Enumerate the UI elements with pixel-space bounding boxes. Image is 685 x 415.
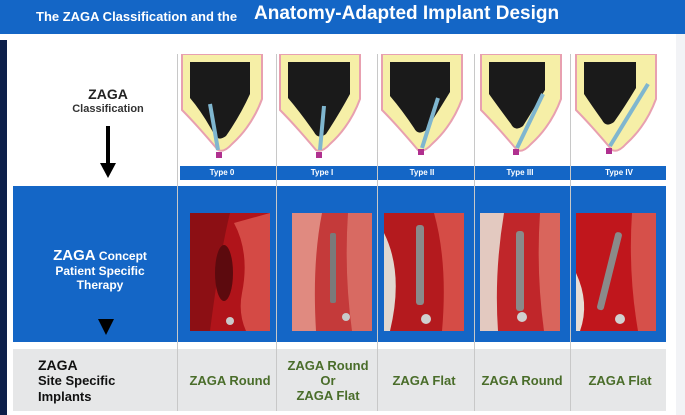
site-specific-label: ZAGA Site Specific Implants (38, 357, 115, 405)
classification-subtitle: Classification (72, 103, 144, 115)
implant-type-4-line-1: ZAGA Flat (588, 372, 652, 388)
concept-title-big: ZAGA (53, 247, 96, 264)
left-edge-bar (0, 40, 7, 415)
implant-type-2: ZAGA Flat (376, 349, 472, 411)
type-label-4: Type IV (605, 168, 633, 177)
implant-type-2-line-1: ZAGA Flat (392, 372, 456, 388)
down-arrow-icon-2 (98, 319, 114, 335)
implant-type-1-line-1: ZAGA Round (287, 357, 369, 373)
header-title-small: The ZAGA Classification and the (36, 9, 238, 24)
type-label-bar (180, 166, 666, 180)
concept-title-rest: Concept (95, 249, 147, 263)
down-arrow-shaft (106, 126, 110, 168)
concept-label: ZAGA Concept Patient Specific Therapy (30, 247, 170, 292)
implants-band (13, 349, 666, 411)
surgical-photo-type-3 (480, 213, 560, 331)
concept-line-3: Therapy (76, 278, 124, 292)
type-label-3: Type III (506, 168, 534, 177)
column-separator (276, 54, 277, 411)
sinus-diagram-type-3 (479, 54, 563, 162)
surgical-photo-type-2 (384, 213, 464, 331)
implant-type-1-line-2: Or (320, 372, 336, 388)
down-arrow-icon (100, 163, 116, 178)
type-label-0: Type 0 (209, 168, 235, 177)
site-line-2: Site Specific (38, 373, 116, 388)
site-line-1: ZAGA (38, 357, 78, 373)
implant-type-0-line-1: ZAGA Round (189, 372, 271, 388)
column-separator (377, 54, 378, 411)
implant-type-3: ZAGA Round (474, 349, 570, 411)
surgical-photo-type-1 (292, 213, 372, 331)
type-label-2: Type II (409, 168, 435, 177)
header-bar: The ZAGA Classification and the Anatomy-… (0, 0, 685, 34)
surgical-photo-type-0 (190, 213, 270, 331)
classification-title: ZAGA (88, 86, 128, 102)
sinus-diagram-type-0 (180, 54, 264, 162)
column-separator (177, 54, 178, 411)
sinus-diagram-type-4 (574, 54, 658, 162)
implant-type-0: ZAGA Round (182, 349, 278, 411)
sinus-diagram-type-2 (380, 54, 464, 162)
site-line-3: Implants (38, 389, 92, 404)
right-edge-panel (676, 34, 685, 415)
column-separator (570, 54, 571, 411)
surgical-photo-type-4 (576, 213, 656, 331)
type-label-1: Type I (310, 168, 334, 177)
implant-type-1-line-3: ZAGA Flat (296, 387, 360, 403)
implant-type-4: ZAGA Flat (572, 349, 668, 411)
implant-type-3-line-1: ZAGA Round (481, 372, 563, 388)
concept-line-2: Patient Specific (55, 264, 145, 278)
header-title-large: Anatomy-Adapted Implant Design (254, 3, 560, 24)
implant-type-1: ZAGA Round Or ZAGA Flat (280, 349, 376, 411)
sinus-diagram-type-1 (278, 54, 362, 162)
classification-label: ZAGA Classification (58, 86, 158, 115)
column-separator (474, 54, 475, 411)
